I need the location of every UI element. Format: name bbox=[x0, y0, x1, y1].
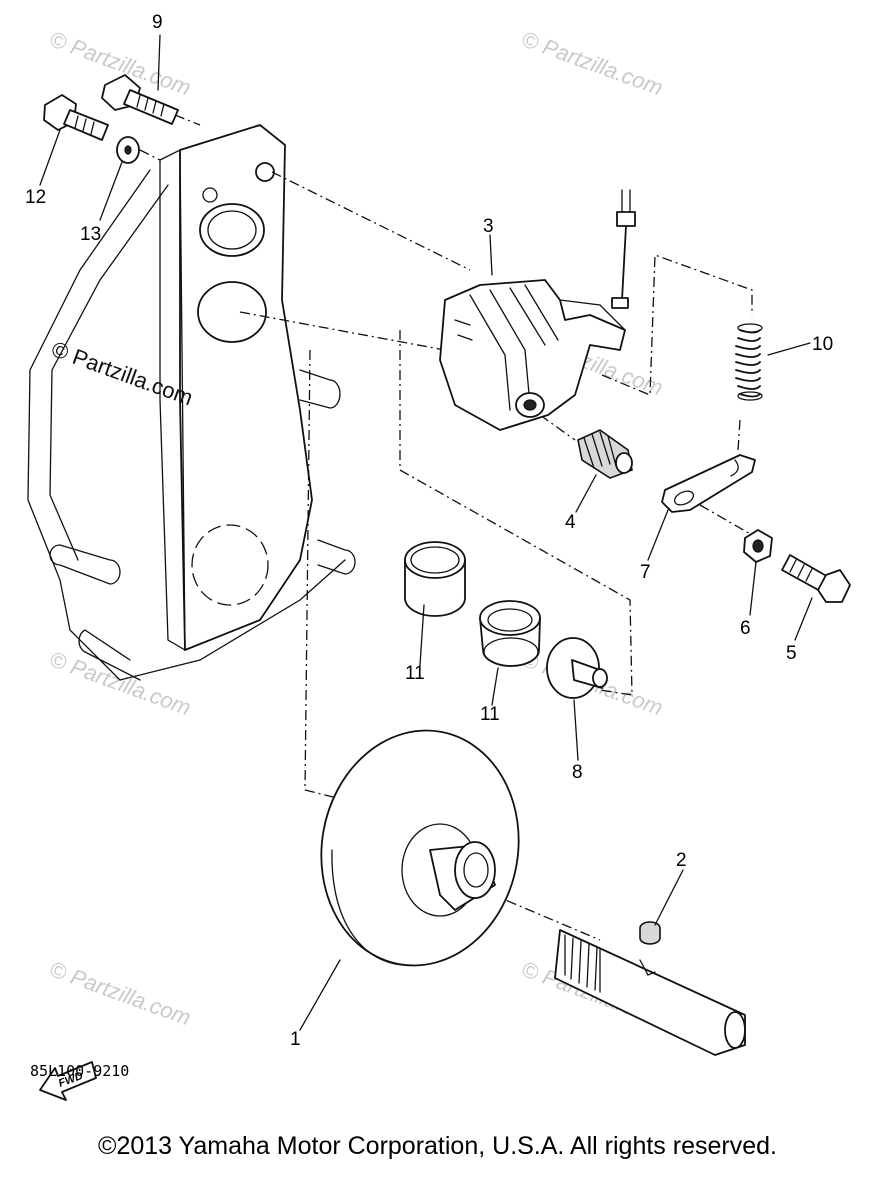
callout-leaders bbox=[39, 34, 813, 1031]
part-11b-ring bbox=[479, 600, 541, 667]
callout-13: 13 bbox=[80, 224, 101, 245]
callout-1: 1 bbox=[290, 1029, 301, 1050]
part-4-worm-gear bbox=[577, 429, 633, 479]
part-7-link-plate bbox=[661, 454, 756, 513]
watermark: © Partzilla.com bbox=[46, 956, 194, 1030]
callout-6: 6 bbox=[740, 618, 751, 639]
part-5-bolt bbox=[781, 554, 851, 603]
part-6-nut bbox=[743, 529, 773, 563]
copyright-notice: ©2013 Yamaha Motor Corporation, U.S.A. A… bbox=[98, 1132, 777, 1160]
watermark-dark: © Partzilla.com bbox=[48, 336, 196, 410]
callout-8: 8 bbox=[572, 762, 583, 783]
part-2-key bbox=[639, 921, 661, 945]
part-12-hex-bolt bbox=[43, 94, 109, 141]
callout-3: 3 bbox=[483, 216, 494, 237]
callouts: 9 12 13 3 10 4 7 6 5 11 11 8 2 1 bbox=[25, 12, 833, 1050]
watermark: © Partzilla.com bbox=[518, 26, 666, 100]
part-11a-cap bbox=[404, 541, 466, 617]
callout-11b: 11 bbox=[480, 704, 500, 725]
shaft bbox=[554, 929, 746, 1056]
fwd-arrow-icon: FWD bbox=[39, 1061, 97, 1101]
callout-7: 7 bbox=[640, 562, 651, 583]
leader-lines bbox=[139, 114, 753, 941]
callout-9: 9 bbox=[152, 12, 163, 33]
part-10-spring bbox=[735, 323, 763, 401]
diagram-code: 85L100-9210 bbox=[30, 1062, 130, 1080]
callout-2: 2 bbox=[676, 850, 687, 871]
cable-rod bbox=[611, 189, 636, 309]
part-3-bracket bbox=[439, 279, 626, 431]
part-8-flanged-pin bbox=[546, 637, 608, 699]
callout-4: 4 bbox=[565, 512, 576, 533]
housing-cover bbox=[27, 124, 356, 681]
callout-5: 5 bbox=[786, 643, 797, 664]
part-1-sheave bbox=[320, 729, 520, 967]
part-9-flange-bolt bbox=[101, 74, 179, 125]
callout-11a: 11 bbox=[405, 663, 425, 684]
part-13-washer bbox=[116, 136, 140, 164]
watermark: © Partzilla.com bbox=[46, 646, 194, 720]
callout-12: 12 bbox=[25, 187, 46, 208]
callout-10: 10 bbox=[812, 334, 833, 355]
